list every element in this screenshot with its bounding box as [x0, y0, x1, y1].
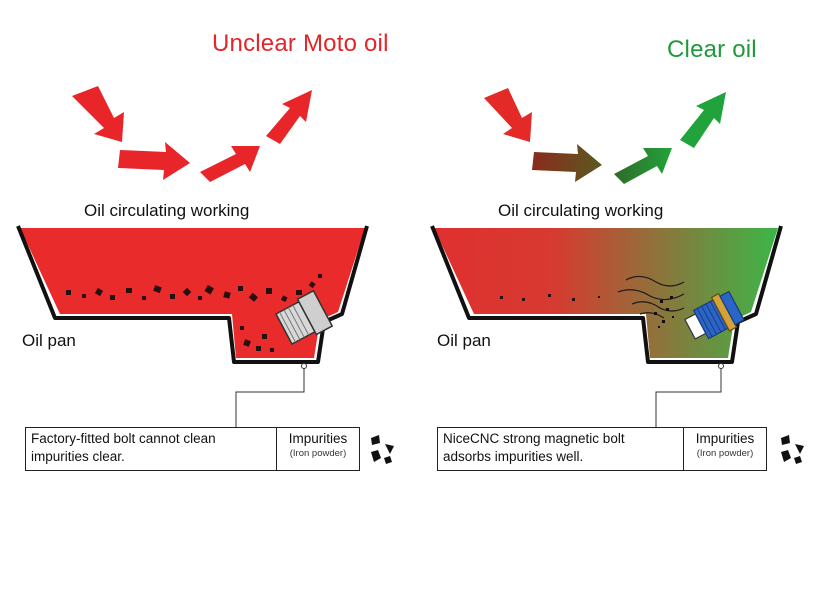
attracted-particles [654, 296, 674, 328]
callout-line [655, 364, 722, 427]
impurities-sub-label: (Iron powder) [289, 448, 347, 459]
description-line: adsorbs impurities well. [443, 449, 584, 464]
arrow-icon [614, 148, 672, 184]
impurities-label: Impurities [695, 431, 755, 446]
arrow-icon [200, 146, 260, 182]
arrow-icon [484, 88, 532, 142]
right-impurities-cell: Impurities (Iron powder) [684, 428, 766, 470]
left-process-label: Oil circulating working [84, 201, 250, 220]
impurities-sub-label: (Iron powder) [696, 448, 754, 459]
arrow-icon [72, 86, 124, 142]
impurity-particles [66, 274, 322, 352]
impurities-label: Impurities [288, 431, 348, 446]
description-line: NiceCNC strong magnetic bolt [443, 431, 625, 446]
left-impurities-cell: Impurities (Iron powder) [277, 428, 359, 470]
right-pan-outline [430, 225, 783, 364]
right-pan-label: Oil pan [437, 331, 491, 350]
iron-powder-icon [371, 435, 394, 464]
left-description-box: Factory-fitted bolt cannot clean impurit… [25, 427, 360, 471]
right-process-label: Oil circulating working [498, 201, 664, 220]
left-flow-arrows [72, 86, 312, 182]
arrow-icon [680, 92, 726, 148]
plain-drain-bolt-icon [274, 289, 334, 346]
description-line: impurities clear. [31, 449, 125, 464]
magnetic-drain-bolt-icon [684, 290, 745, 340]
callout-line [235, 364, 305, 427]
right-flow-arrows [484, 88, 726, 184]
impurity-particles [500, 294, 600, 301]
left-pan-outline [16, 225, 369, 364]
left-oil-fill [20, 228, 365, 358]
left-pan-label: Oil pan [22, 331, 76, 350]
right-description: NiceCNC strong magnetic bolt adsorbs imp… [438, 428, 684, 470]
left-oil-pan [16, 225, 369, 427]
description-line: Factory-fitted bolt cannot clean [31, 431, 216, 446]
arrow-icon [532, 144, 602, 182]
iron-powder-icon [781, 435, 804, 464]
right-description-box: NiceCNC strong magnetic bolt adsorbs imp… [437, 427, 767, 471]
left-title: Unclear Moto oil [212, 30, 389, 57]
arrow-icon [118, 142, 190, 180]
left-description: Factory-fitted bolt cannot clean impurit… [26, 428, 277, 470]
right-oil-pan [430, 225, 783, 427]
attracted-particles [617, 275, 685, 319]
arrow-icon [266, 90, 312, 144]
right-title: Clear oil [667, 36, 757, 63]
